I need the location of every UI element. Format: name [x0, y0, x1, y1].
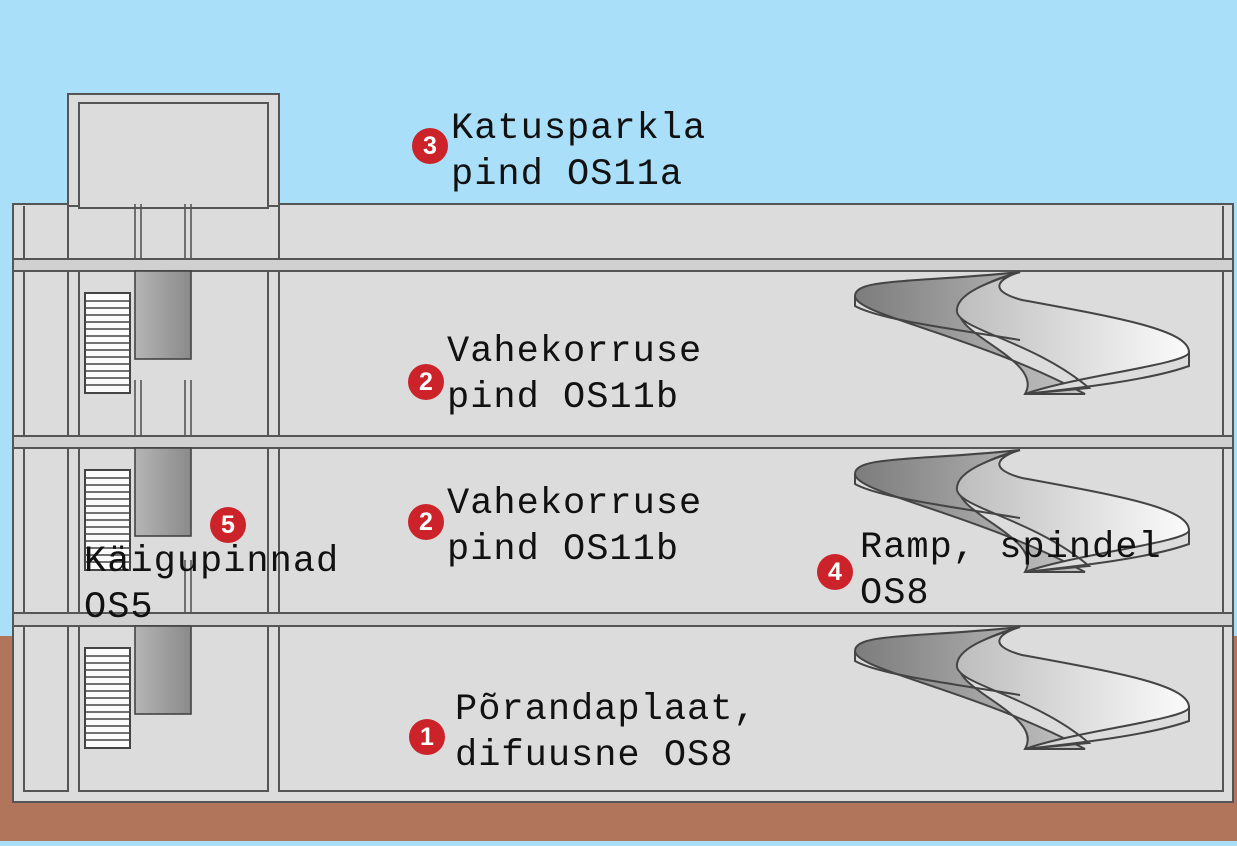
label-ramp-line1: Ramp, spindel [860, 527, 1162, 569]
badge-walkways: 5 [210, 507, 246, 543]
label-base-slab: Põrandaplaat, difuusne OS8 [455, 687, 757, 779]
label-floor-middle: Vahekorruse pind OS11b [447, 481, 702, 573]
badge-base-slab: 1 [409, 719, 445, 755]
label-walkways-line1: Käigupinnad [84, 541, 340, 583]
label-walkways: Käigupinnad OS5 [84, 539, 339, 631]
label-base-slab-line1: Põrandaplaat, [455, 689, 757, 731]
label-ramp: Ramp, spindel OS8 [860, 525, 1162, 617]
label-base-slab-line2: difuusne OS8 [455, 735, 734, 777]
label-floor-upper-line1: Vahekorruse [447, 331, 703, 373]
label-roof-parking: Katusparkla pind OS11a [451, 106, 706, 198]
label-roof-line1: Katusparkla [451, 108, 707, 150]
badge-ramp: 4 [817, 554, 853, 590]
badge-floor-upper: 2 [408, 364, 444, 400]
label-walkways-line2: OS5 [84, 587, 154, 629]
label-floor-middle-line1: Vahekorruse [447, 483, 703, 525]
label-floor-upper: Vahekorruse pind OS11b [447, 329, 702, 421]
badge-roof: 3 [412, 128, 448, 164]
label-floor-upper-line2: pind OS11b [447, 377, 680, 419]
badge-floor-middle: 2 [408, 504, 444, 540]
label-roof-line2: pind OS11a [451, 154, 684, 196]
label-ramp-line2: OS8 [860, 573, 930, 615]
label-floor-middle-line2: pind OS11b [447, 529, 680, 571]
